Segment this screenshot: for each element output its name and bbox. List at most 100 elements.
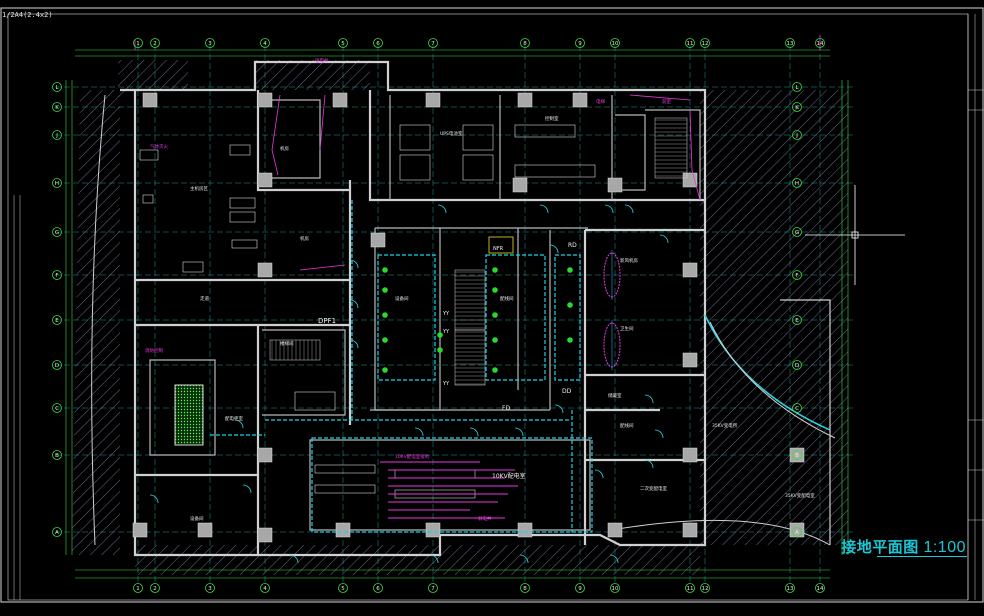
room-label: 设备间	[190, 515, 204, 522]
grid-bubble-col: 12	[700, 38, 710, 48]
structural-columns	[132, 92, 805, 543]
svg-text:L: L	[795, 85, 799, 91]
room-tag: DD	[562, 388, 572, 395]
grid-bubble-col: 7	[428, 38, 438, 48]
drawing-scale: 1:100	[923, 539, 966, 556]
column	[257, 92, 273, 108]
grid-bubble-row: B	[792, 450, 802, 460]
svg-text:3: 3	[208, 586, 212, 592]
grid-bubble-col: 10	[610, 38, 620, 48]
title-underline	[877, 556, 967, 557]
ground-point	[382, 312, 388, 318]
grid-bubble-col: 8	[520, 583, 530, 593]
room-label: 二次变配电室	[640, 485, 667, 492]
svg-text:K: K	[795, 105, 799, 111]
ground-point	[492, 287, 498, 293]
annotation-label: 强电井	[315, 57, 329, 64]
room-label: 储藏室	[608, 392, 622, 399]
column	[425, 92, 441, 108]
partitions	[149, 95, 701, 531]
room-label: 设备间	[395, 295, 409, 302]
grid-bubble-row: G	[792, 227, 802, 237]
annotation-label: 电梯	[596, 98, 605, 105]
grid-bubble-col: 13	[785, 38, 795, 48]
room-label: 主机房区	[190, 185, 208, 192]
column	[789, 447, 805, 463]
grid-bubble-row: L	[792, 82, 802, 92]
column	[132, 522, 148, 538]
room-tag: RD	[568, 242, 577, 249]
ground-point	[382, 337, 388, 343]
svg-text:10: 10	[612, 41, 619, 47]
room-tag: 10KV配电室	[492, 472, 526, 480]
sheet-tag: 1/2A4(2.4x2)	[2, 11, 53, 19]
column	[197, 522, 213, 538]
grid-bubble-row: K	[52, 102, 62, 112]
ground-point	[492, 367, 498, 373]
room-label: 35KV变电所	[712, 422, 738, 429]
svg-text:7: 7	[431, 41, 435, 47]
room-label: 楼梯间	[280, 340, 294, 347]
svg-text:1: 1	[136, 41, 140, 47]
annotation-label: 前室	[662, 98, 671, 105]
column	[682, 262, 698, 278]
grid-bubble-row: G	[52, 227, 62, 237]
svg-text:12: 12	[702, 586, 709, 592]
column	[332, 92, 348, 108]
grid-bubble-col: 3	[205, 38, 215, 48]
room-labels: 主机房区UPS电池室控制室走道楼梯间配电柜室35KV变电所35KV变配电室二次变…	[145, 57, 815, 522]
grid-bubble-row: A	[52, 527, 62, 537]
svg-text:8: 8	[523, 586, 527, 592]
svg-text:10: 10	[612, 586, 619, 592]
room-label: 机房	[300, 235, 309, 242]
yy-label: YY	[442, 329, 450, 335]
doors	[149, 204, 669, 564]
svg-text:E: E	[795, 318, 799, 324]
svg-text:4: 4	[263, 41, 267, 47]
grid-bubble-col: 9	[575, 583, 585, 593]
grid-bubble-row: C	[52, 403, 62, 413]
grid-bubble-col: 11	[685, 38, 695, 48]
ground-point	[382, 287, 388, 293]
svg-text:C: C	[55, 406, 59, 412]
ground-point	[437, 332, 443, 338]
svg-text:4: 4	[263, 586, 267, 592]
grid-bubble-row: F	[792, 270, 802, 280]
column	[335, 522, 351, 538]
annotation-label: 消防控制	[145, 347, 163, 354]
ground-point	[382, 367, 388, 373]
svg-text:8: 8	[523, 41, 527, 47]
grid-bubble-row: E	[52, 315, 62, 325]
grid-bubble-row: F	[52, 270, 62, 280]
hatched-zones	[72, 60, 848, 575]
svg-text:A: A	[55, 530, 59, 536]
svg-text:A: A	[795, 530, 799, 536]
column	[425, 522, 441, 538]
ground-point	[492, 337, 498, 343]
svg-text:14: 14	[817, 41, 824, 47]
column	[682, 447, 698, 463]
nfr-box	[488, 236, 514, 254]
grid-bubble-col: 5	[338, 583, 348, 593]
svg-text:11: 11	[687, 41, 694, 47]
svg-text:3: 3	[208, 41, 212, 47]
grid-bubble-row: L	[52, 82, 62, 92]
stairs	[269, 117, 688, 386]
svg-text:14: 14	[817, 586, 824, 592]
grid-bubble-col: 1	[133, 583, 143, 593]
annotation-label: 气体灭火	[150, 143, 168, 150]
grid-bubble-col: 4	[260, 583, 270, 593]
svg-text:G: G	[55, 230, 59, 236]
column	[257, 262, 273, 278]
grid-bubble-row: A	[792, 527, 802, 537]
svg-text:1: 1	[136, 586, 140, 592]
svg-text:5: 5	[341, 41, 345, 47]
room-label: 配电柜室	[225, 415, 243, 422]
svg-text:G: G	[795, 230, 799, 236]
grid-bubble-col: 2	[150, 38, 160, 48]
grid-bubble-col: 7	[428, 583, 438, 593]
column	[370, 232, 386, 248]
